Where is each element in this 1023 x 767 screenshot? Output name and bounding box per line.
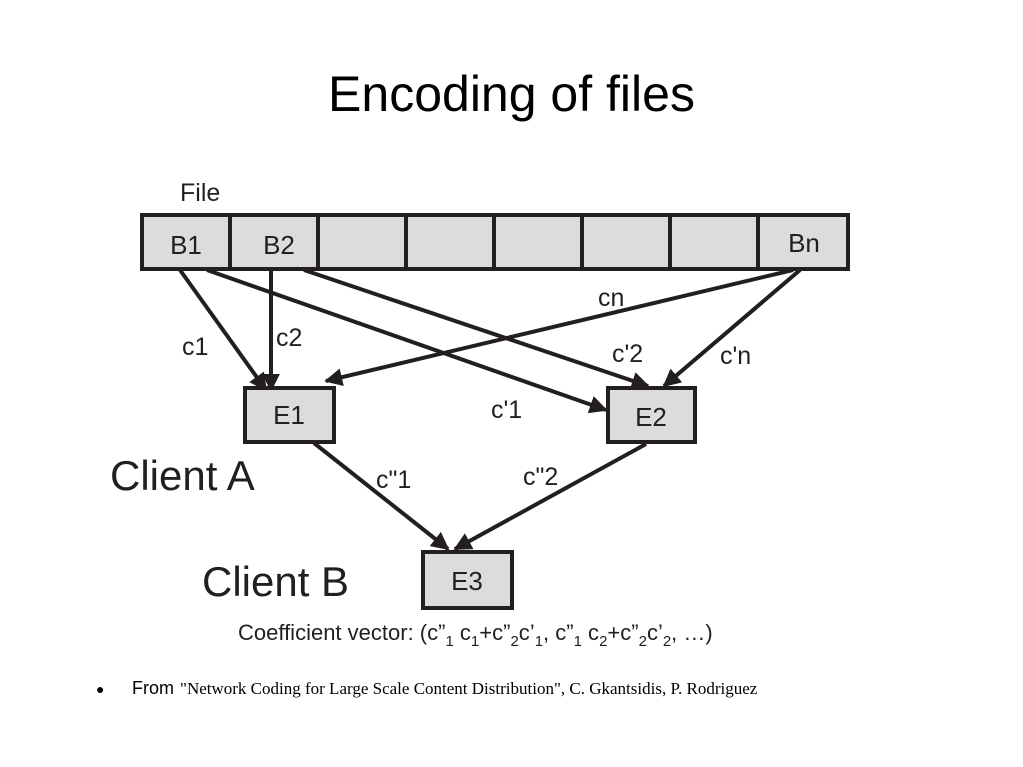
edge-label-c-prime-1: c'1 [491, 396, 522, 424]
client-a-label: Client A [110, 452, 255, 499]
encoded-block-e2-label: E2 [635, 402, 667, 432]
edge-b2-e2 [303, 268, 650, 390]
file-block-6 [580, 213, 672, 271]
file-block-3 [316, 213, 408, 271]
citation-from-label: From [132, 678, 174, 698]
file-block-bn [756, 213, 850, 271]
encoded-block-e3-label: E3 [451, 566, 483, 596]
file-block-4 [404, 213, 496, 271]
edge-b1-e2 [206, 268, 608, 414]
edge-e1-e3 [312, 441, 450, 551]
edge-label-c2: c2 [276, 324, 302, 352]
edge-label-c-dprime-1: c"1 [376, 466, 411, 494]
edge-label-cn: cn [598, 284, 624, 312]
client-b-label: Client B [202, 558, 349, 605]
file-block-b2 [228, 213, 320, 271]
slide-title: Encoding of files [328, 66, 695, 122]
file-block-b1-label: B1 [170, 230, 202, 260]
encoded-block-e1-label: E1 [273, 400, 305, 430]
encoded-block-e3 [421, 550, 514, 610]
bullet-icon: ● [96, 681, 105, 697]
edge-label-c-prime-n: c'n [720, 342, 751, 370]
file-block-7 [668, 213, 760, 271]
edge-label-c1: c1 [182, 333, 208, 361]
citation-row: ● From "Network Coding for Large Scale Con… [96, 676, 976, 701]
edge-label-c-dprime-2: c"2 [523, 463, 558, 491]
file-block-5 [492, 213, 584, 271]
edge-b1-e1 [178, 268, 268, 392]
file-block-b2-label: B2 [263, 230, 295, 260]
file-block-strip [140, 213, 850, 271]
file-label: File [180, 179, 220, 207]
citation-text: "Network Coding for Large Scale Content … [180, 679, 758, 698]
encoded-block-e2 [606, 386, 697, 444]
file-block-bn-label: Bn [788, 228, 820, 258]
edge-label-c-prime-2: c'2 [612, 340, 643, 368]
edge-e2-e3 [453, 442, 647, 551]
encoded-block-e1 [243, 386, 336, 444]
coefficient-vector: Coefficient vector: (c”1 c1+c”2c’1, c”1 … [238, 620, 713, 650]
edge-bn-e1 [324, 268, 794, 387]
edge-bn-e2 [662, 268, 802, 388]
file-block-b1 [140, 213, 232, 271]
